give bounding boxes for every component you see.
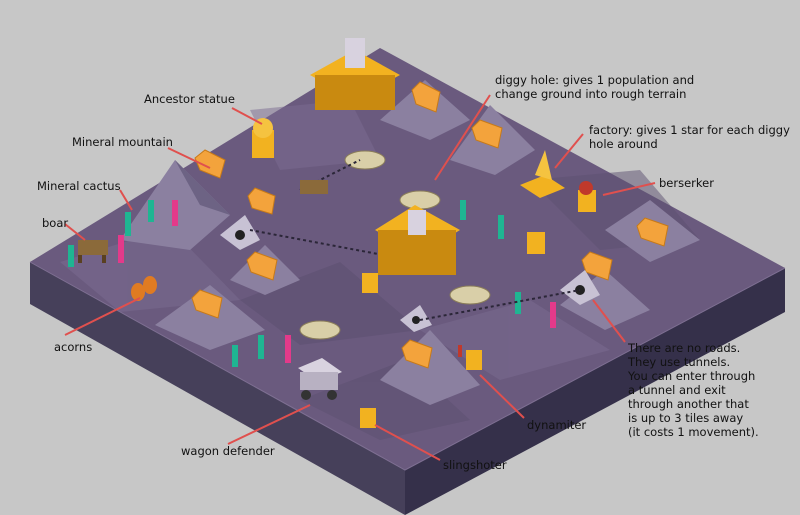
mineral-crystal-icon [191,289,223,319]
diggy-hole-icon [399,190,441,210]
capital-building-top [310,38,400,110]
dynamiter-icon [458,345,482,370]
buildings [252,38,565,275]
mineral-crystal-icon [636,217,669,247]
mineral-cactus-icon [285,335,291,363]
wagon-defender-icon [298,358,342,400]
diggy-hole-icon [344,150,386,170]
acorns-icon [131,276,157,301]
dwarf-unit-icon [527,232,545,254]
boar-icon [300,180,328,194]
units [78,180,596,428]
leader-lines [64,94,656,461]
tunnels [220,159,600,332]
slingshoter-icon [360,408,376,428]
mineral-cacti [68,200,556,367]
label-factory: factory: gives 1 star for each diggy hol… [589,123,790,151]
mineral-crystal-icon [471,119,503,149]
mineral-crystal-icon [401,339,433,369]
label-mineral-cactus: Mineral cactus [37,179,121,193]
mineral-crystals [191,81,669,369]
mountain [155,285,265,350]
mineral-cactus-icon [118,235,124,263]
factory-icon [520,150,565,198]
label-slingshoter: slingshoter [443,458,507,472]
mineral-cactus-icon [232,345,238,367]
label-acorns: acorns [54,340,93,354]
mineral-mountains [120,80,700,405]
mineral-cactus-icon [172,200,178,226]
label-dynamiter: dynamiter [527,418,587,432]
label-wagon-defender: wagon defender [181,444,275,458]
mountain [560,270,650,330]
diggy-holes [299,150,491,340]
mineral-cactus-icon [68,245,74,267]
mountain [380,330,480,405]
label-mineral-mountain: Mineral mountain [72,135,173,149]
label-tunnels: There are no roads. They use tunnels. Yo… [628,341,759,439]
mineral-crystal-icon [411,81,441,113]
board-side-left [30,262,405,515]
berserker-icon [578,181,596,212]
boar-icon [78,240,108,263]
mineral-crystal-icon [247,187,276,215]
label-diggy-hole: diggy hole: gives 1 population and chang… [495,73,695,101]
mineral-cactus-icon [460,200,466,220]
mineral-cactus-icon [550,302,556,328]
diggy-hole-icon [449,285,491,305]
mountain [380,80,470,140]
label-ancestor-statue: Ancestor statue [144,92,235,106]
mineral-cactus-icon [258,335,264,359]
diggy-hole-icon [299,320,341,340]
label-berserker: berserker [659,176,714,190]
mineral-crystal-icon [581,251,613,281]
label-boar: boar [42,216,69,230]
mineral-crystal-icon [194,149,226,179]
mineral-crystal-icon [246,251,278,281]
mineral-cactus-icon [148,200,154,222]
dwarf-unit-icon [362,273,378,293]
board-side-right [405,268,785,515]
mineral-cactus-icon [498,215,504,239]
mineral-cactus-icon [515,292,521,314]
mineral-cactus-icon [125,212,131,236]
ancestor-statue-icon [252,118,274,158]
capital-building-center [375,205,460,275]
